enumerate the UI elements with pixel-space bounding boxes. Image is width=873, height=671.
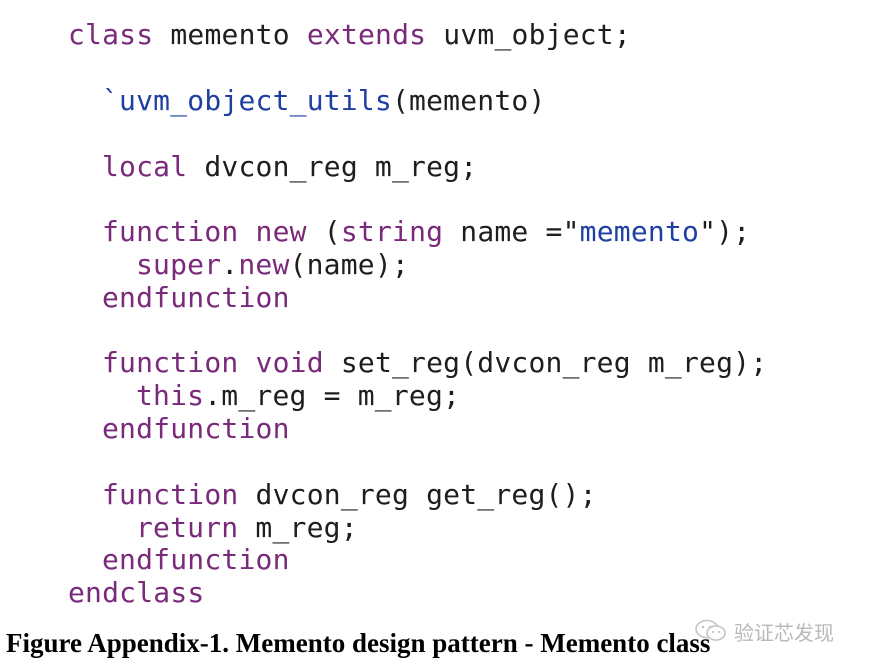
code-line: endfunction — [102, 281, 290, 315]
code-line: function void set_reg(dvcon_reg m_reg); — [102, 346, 767, 380]
code-line: super.new(name); — [136, 248, 409, 282]
code-keyword: function — [102, 215, 239, 248]
code-line: endfunction — [102, 412, 290, 446]
code-text: .m_reg = m_reg; — [204, 379, 461, 412]
code-text: ( — [306, 215, 341, 248]
code-keyword: endclass — [68, 576, 205, 609]
code-keyword: endfunction — [102, 543, 290, 576]
code-keyword: class — [68, 18, 154, 51]
code-line: local dvcon_reg m_reg; — [102, 150, 477, 184]
code-text: memento — [153, 18, 307, 51]
code-keyword: new — [255, 215, 307, 248]
code-keyword: extends — [306, 18, 427, 51]
code-text — [238, 215, 255, 248]
code-keyword: endfunction — [102, 412, 290, 445]
code-keyword: this — [136, 379, 205, 412]
code-keyword: function — [102, 346, 239, 379]
code-line: `uvm_object_utils(memento) — [102, 84, 546, 118]
code-text: (name); — [289, 248, 409, 281]
watermark: 验证芯发现 — [694, 616, 834, 646]
code-listing: class memento extends uvm_object; `uvm_o… — [68, 18, 767, 610]
code-keyword: function — [102, 478, 239, 511]
code-line: return m_reg; — [136, 511, 358, 545]
code-line: this.m_reg = m_reg; — [136, 379, 460, 413]
code-text: name =" — [443, 215, 580, 248]
code-string: memento — [579, 215, 700, 248]
code-keyword: super — [136, 248, 222, 281]
code-text: set_reg(dvcon_reg m_reg); — [323, 346, 768, 379]
code-keyword: new — [238, 248, 290, 281]
code-macro: `uvm_object_utils — [102, 84, 392, 117]
code-keyword: void — [255, 346, 324, 379]
code-text: . — [221, 248, 239, 281]
code-text — [238, 346, 255, 379]
code-text: "); — [699, 215, 751, 248]
code-keyword: local — [102, 150, 188, 183]
code-keyword: string — [340, 215, 444, 248]
figure-caption: Figure Appendix-1. Memento design patter… — [6, 628, 711, 658]
code-line: class memento extends uvm_object; — [68, 18, 631, 52]
code-keyword: endfunction — [102, 281, 290, 314]
wechat-icon — [694, 618, 728, 644]
watermark-text: 验证芯发现 — [734, 620, 834, 645]
code-text: m_reg; — [238, 511, 358, 544]
code-text: dvcon_reg m_reg; — [187, 150, 478, 183]
code-text: uvm_object; — [426, 18, 631, 51]
code-text: dvcon_reg get_reg(); — [238, 478, 597, 511]
code-line: endfunction — [102, 543, 290, 577]
code-line: function dvcon_reg get_reg(); — [102, 478, 597, 512]
code-line: endclass — [68, 576, 204, 610]
code-keyword: return — [136, 511, 239, 544]
code-line: function new (string name ="memento"); — [102, 215, 750, 249]
code-text: (memento) — [391, 84, 546, 117]
